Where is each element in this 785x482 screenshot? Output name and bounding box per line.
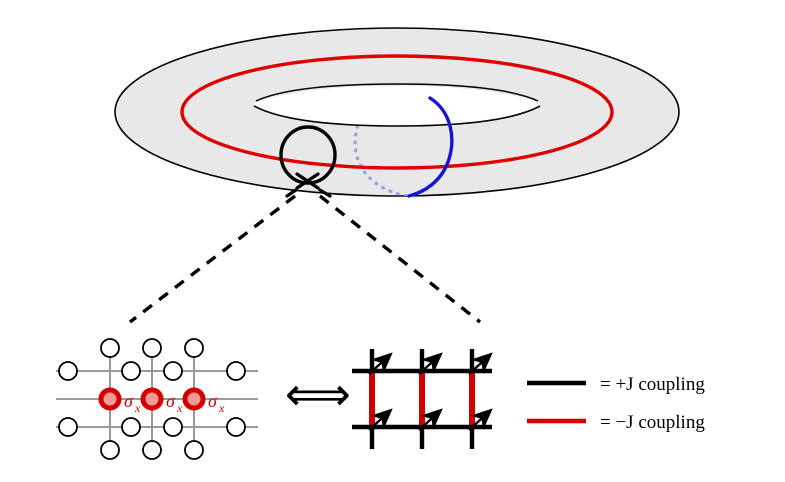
- spin-lattice: σ x σ x σ x: [56, 338, 258, 460]
- coupling-legend: = +J coupling = −J coupling: [527, 374, 705, 433]
- open-site: [121, 361, 141, 381]
- open-site: [163, 417, 183, 437]
- sigma-x-label: σ: [208, 391, 218, 411]
- sigma-x-subscript: x: [134, 401, 141, 415]
- open-site: [58, 417, 78, 437]
- plaquette-x-marker: [295, 172, 320, 190]
- spin-arrow: [468, 408, 493, 431]
- sigma-x-label: σ: [166, 391, 176, 411]
- sigma-x-label: σ: [124, 391, 134, 411]
- guide-line-left: [128, 194, 297, 324]
- equivalence-arrow: ⟺: [285, 367, 351, 421]
- open-site: [163, 361, 183, 381]
- open-site-nodes: [58, 338, 246, 460]
- open-site: [121, 417, 141, 437]
- positive-coupling-legend-text: = +J coupling: [600, 374, 705, 395]
- spin-arrow: [468, 352, 493, 375]
- operator-site: [182, 387, 206, 411]
- open-site: [58, 361, 78, 381]
- torus-group: [114, 27, 680, 198]
- open-site: [226, 361, 246, 381]
- open-site: [184, 440, 204, 460]
- negative-coupling-legend-text: = −J coupling: [600, 412, 705, 433]
- torus-hole-outline: [254, 86, 540, 125]
- magnification-guides: [128, 194, 482, 324]
- negative-coupling-bonds: [369, 371, 475, 427]
- spin-arrow: [368, 352, 393, 375]
- spin-arrow: [418, 352, 443, 375]
- operator-site: [98, 387, 122, 411]
- open-site: [142, 440, 162, 460]
- spin-arrows: [368, 352, 493, 431]
- blue-meridional-cycle: [407, 96, 454, 198]
- guide-line-right: [318, 194, 482, 324]
- open-site: [184, 338, 204, 358]
- torus-hole-front-curve: [253, 105, 541, 127]
- open-site: [100, 338, 120, 358]
- plaquette-tick-marks: [285, 188, 332, 198]
- spin-arrow: [418, 408, 443, 431]
- sigma-x-subscript: x: [176, 401, 183, 415]
- spin-arrow: [368, 408, 393, 431]
- operator-site: [140, 387, 164, 411]
- operator-labels: σ x σ x σ x: [124, 391, 225, 415]
- sigma-x-subscript: x: [218, 401, 225, 415]
- open-site: [142, 338, 162, 358]
- open-site: [100, 440, 120, 460]
- coupling-lattice: [352, 349, 493, 449]
- red-longitudinal-cycle: [180, 54, 614, 170]
- open-site: [226, 417, 246, 437]
- torus-outer-outline: [114, 27, 680, 197]
- torus-hole-back-curve: [255, 83, 539, 102]
- operator-site-nodes: [98, 387, 206, 411]
